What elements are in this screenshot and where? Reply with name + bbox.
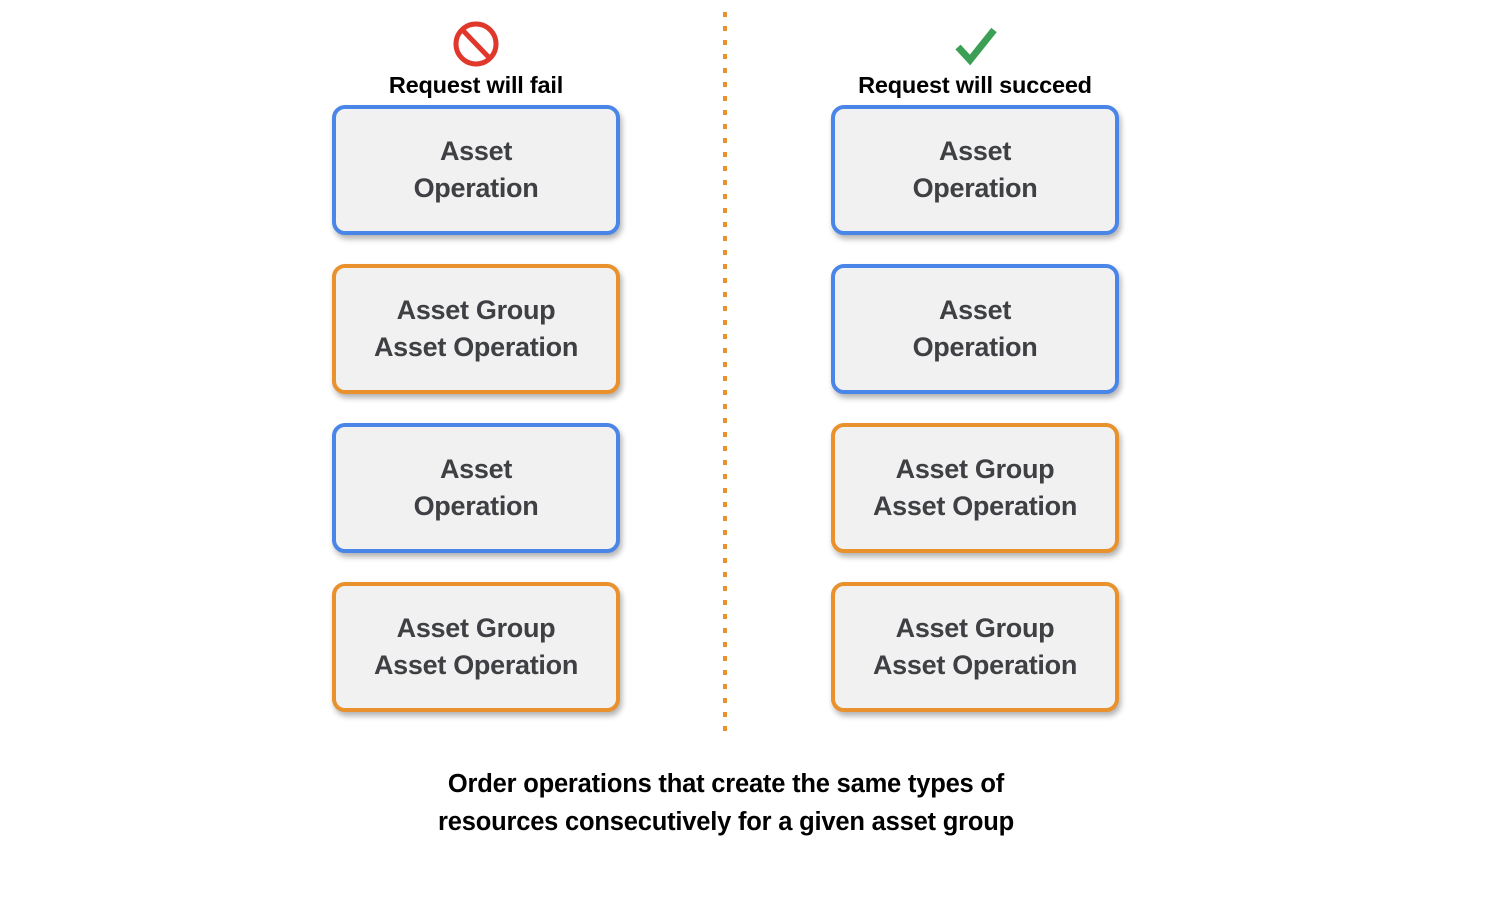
operation-box-line: Operation	[912, 332, 1038, 362]
operation-box-asset-operation[interactable]: Asset Operation	[332, 423, 620, 553]
column-divider	[723, 12, 727, 740]
caption-line-1: Order operations that create the same ty…	[447, 770, 1005, 798]
operation-box-asset-operation[interactable]: Asset Operation	[831, 105, 1119, 235]
operation-box-line: Asset Operation	[872, 491, 1078, 521]
operation-list-fail: Asset Operation Asset Group Asset Operat…	[311, 105, 641, 712]
prohibition-icon	[453, 21, 499, 67]
operation-box-asset-operation[interactable]: Asset Operation	[332, 105, 620, 235]
operation-box-line: Operation	[413, 173, 539, 203]
column-request-will-succeed: Request will succeed Asset Operation Ass…	[810, 0, 1140, 712]
operation-box-line: Asset Group	[396, 613, 556, 643]
operation-box-line: Asset Operation	[872, 650, 1078, 680]
operation-box-line: Asset Group	[895, 613, 1055, 643]
diagram-caption: Order operations that create the same ty…	[0, 765, 1452, 841]
operation-box-line: Asset Group	[895, 454, 1055, 484]
operation-box-line: Operation	[413, 491, 539, 521]
column-header-fail: Request will fail	[311, 0, 641, 105]
operation-box-asset-group-operation[interactable]: Asset Group Asset Operation	[831, 582, 1119, 712]
column-request-will-fail: Request will fail Asset Operation Asset …	[311, 0, 641, 712]
operation-box-line: Asset	[938, 295, 1012, 325]
column-title-succeed: Request will succeed	[858, 72, 1092, 98]
operation-box-line: Asset Group	[396, 295, 556, 325]
column-title-fail: Request will fail	[388, 72, 564, 98]
caption-line-2: resources consecutively for a given asse…	[438, 808, 1014, 836]
operation-list-succeed: Asset Operation Asset Operation Asset Gr…	[810, 105, 1140, 712]
operation-box-line: Asset Operation	[373, 650, 579, 680]
operation-box-asset-group-operation[interactable]: Asset Group Asset Operation	[332, 582, 620, 712]
operation-box-asset-group-operation[interactable]: Asset Group Asset Operation	[831, 423, 1119, 553]
operation-box-line: Asset	[439, 136, 513, 166]
checkmark-icon	[955, 27, 997, 66]
operation-box-line: Operation	[912, 173, 1038, 203]
operation-box-line: Asset	[938, 136, 1012, 166]
operation-box-line: Asset	[439, 454, 513, 484]
operation-box-line: Asset Operation	[373, 332, 579, 362]
operation-box-asset-operation[interactable]: Asset Operation	[831, 264, 1119, 394]
operation-box-asset-group-operation[interactable]: Asset Group Asset Operation	[332, 264, 620, 394]
column-header-succeed: Request will succeed	[810, 0, 1140, 105]
